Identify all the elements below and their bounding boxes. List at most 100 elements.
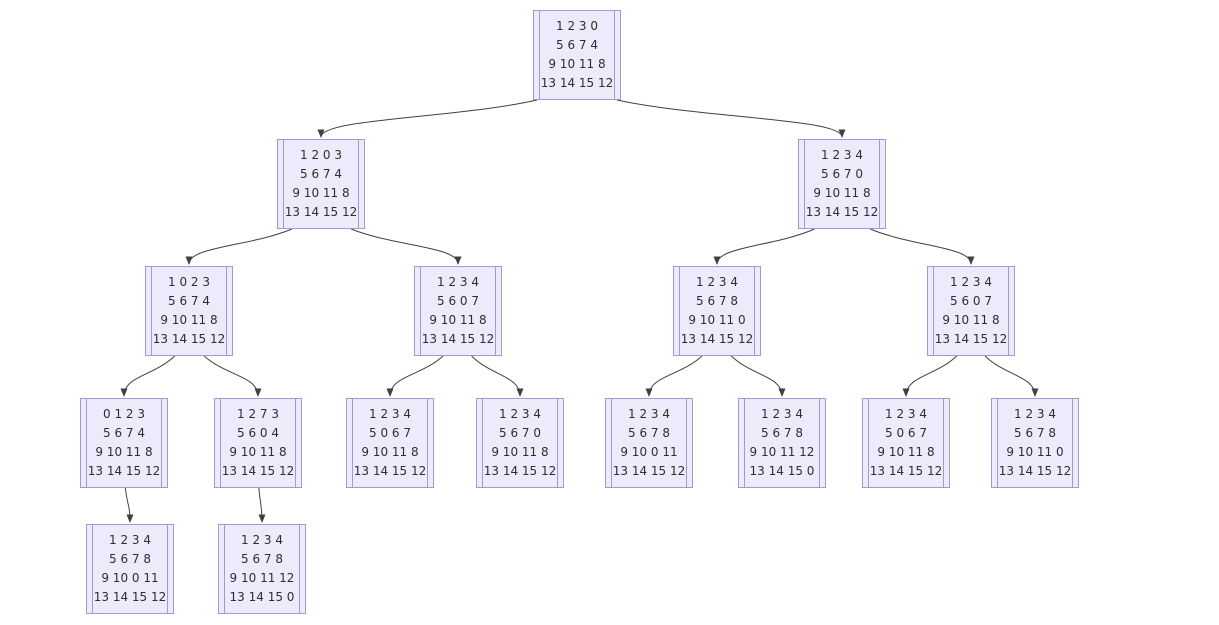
grid-row: 13 14 15 12 [483, 464, 557, 478]
puzzle-state-node: 1 2 3 4 5 6 7 8 9 10 0 11 13 14 15 12 [605, 398, 693, 488]
tree-edge [386, 355, 444, 397]
puzzle-state-node: 1 2 3 4 5 6 0 7 9 10 11 8 13 14 15 12 [927, 266, 1015, 356]
grid-row: 1 2 7 3 [237, 407, 279, 421]
puzzle-state-node: 1 2 3 4 5 6 7 8 9 10 11 0 13 14 15 12 [991, 398, 1079, 488]
grid-row: 5 6 7 4 [103, 426, 145, 440]
puzzle-state-node: 1 2 3 4 5 0 6 7 9 10 11 8 13 14 15 12 [862, 398, 950, 488]
grid-row: 13 14 15 12 [93, 590, 167, 604]
grid-row: 1 2 3 4 [1014, 407, 1056, 421]
tree-edge [902, 355, 958, 397]
tree-edge [616, 99, 846, 138]
grid-row: 5 6 7 4 [300, 167, 342, 181]
grid-row: 9 10 11 8 [95, 445, 153, 459]
puzzle-state-node: 1 2 3 4 5 6 7 0 9 10 11 8 13 14 15 12 [476, 398, 564, 488]
tree-edge [730, 355, 786, 397]
grid-row: 5 6 7 8 [761, 426, 803, 440]
tree-edge [645, 355, 703, 397]
puzzle-grid: 1 2 3 4 5 6 7 8 9 10 0 11 13 14 15 12 [94, 531, 167, 607]
puzzle-state-node: 1 2 3 4 5 0 6 7 9 10 11 8 13 14 15 12 [346, 398, 434, 488]
puzzle-state-node: 1 0 2 3 5 6 7 4 9 10 11 8 13 14 15 12 [145, 266, 233, 356]
grid-row: 9 10 11 0 [688, 313, 746, 327]
grid-row: 9 10 0 11 [620, 445, 678, 459]
grid-row: 13 14 15 0 [229, 590, 295, 604]
grid-row: 1 2 3 4 [696, 275, 738, 289]
grid-row: 5 6 7 8 [241, 552, 283, 566]
puzzle-state-node: 1 2 0 3 5 6 7 4 9 10 11 8 13 14 15 12 [277, 139, 365, 229]
puzzle-grid: 1 2 3 4 5 6 7 8 9 10 0 11 13 14 15 12 [613, 405, 686, 481]
grid-row: 5 6 7 8 [628, 426, 670, 440]
grid-row: 5 6 0 4 [237, 426, 279, 440]
puzzle-state-node: 1 2 3 4 5 6 7 8 9 10 0 11 13 14 15 12 [86, 524, 174, 614]
puzzle-grid: 1 2 3 4 5 6 7 8 9 10 11 12 13 14 15 0 [750, 405, 815, 481]
puzzle-grid: 1 2 3 4 5 6 7 8 9 10 11 0 13 14 15 12 [681, 273, 754, 349]
grid-row: 1 2 0 3 [300, 148, 342, 162]
grid-row: 5 6 7 0 [499, 426, 541, 440]
grid-row: 5 6 0 7 [437, 294, 479, 308]
puzzle-grid: 1 0 2 3 5 6 7 4 9 10 11 8 13 14 15 12 [153, 273, 226, 349]
tree-edge [203, 355, 262, 397]
grid-row: 13 14 15 12 [284, 205, 358, 219]
grid-row: 13 14 15 12 [934, 332, 1008, 346]
grid-row: 9 10 11 8 [429, 313, 487, 327]
grid-row: 13 14 15 12 [87, 464, 161, 478]
grid-row: 5 6 7 4 [556, 38, 598, 52]
puzzle-state-node: 1 2 3 4 5 6 7 0 9 10 11 8 13 14 15 12 [798, 139, 886, 229]
tree-edge [471, 355, 524, 397]
puzzle-grid: 1 2 3 4 5 6 0 7 9 10 11 8 13 14 15 12 [935, 273, 1008, 349]
puzzle-state-node: 1 2 3 4 5 6 7 8 9 10 11 12 13 14 15 0 [218, 524, 306, 614]
tree-edges [120, 99, 1039, 523]
puzzle-state-node: 1 2 3 0 5 6 7 4 9 10 11 8 13 14 15 12 [533, 10, 621, 100]
grid-row: 9 10 11 0 [1006, 445, 1064, 459]
grid-row: 9 10 11 8 [877, 445, 935, 459]
grid-row: 13 14 15 12 [353, 464, 427, 478]
grid-row: 5 6 0 7 [950, 294, 992, 308]
grid-row: 9 10 11 8 [942, 313, 1000, 327]
grid-row: 9 10 11 8 [813, 186, 871, 200]
grid-row: 0 1 2 3 [103, 407, 145, 421]
grid-row: 1 2 3 4 [885, 407, 927, 421]
grid-row: 5 6 7 0 [821, 167, 863, 181]
grid-row: 1 2 3 4 [109, 533, 151, 547]
grid-row: 5 0 6 7 [369, 426, 411, 440]
grid-row: 5 6 7 8 [696, 294, 738, 308]
grid-row: 13 14 15 12 [680, 332, 754, 346]
grid-row: 9 10 11 8 [491, 445, 549, 459]
grid-row: 1 2 3 4 [950, 275, 992, 289]
puzzle-grid: 0 1 2 3 5 6 7 4 9 10 11 8 13 14 15 12 [88, 405, 161, 481]
grid-row: 9 10 11 8 [292, 186, 350, 200]
puzzle-grid: 1 2 3 4 5 6 7 0 9 10 11 8 13 14 15 12 [484, 405, 557, 481]
puzzle-grid: 1 2 3 4 5 6 7 8 9 10 11 12 13 14 15 0 [230, 531, 295, 607]
puzzle-grid: 1 2 3 4 5 6 7 0 9 10 11 8 13 14 15 12 [806, 146, 879, 222]
grid-row: 5 0 6 7 [885, 426, 927, 440]
grid-row: 1 2 3 0 [556, 19, 598, 33]
grid-row: 1 2 3 4 [761, 407, 803, 421]
grid-row: 9 10 11 12 [749, 445, 815, 459]
tree-edge [258, 487, 266, 523]
grid-row: 13 14 15 12 [152, 332, 226, 346]
grid-row: 13 14 15 0 [749, 464, 815, 478]
tree-edge [317, 99, 538, 138]
puzzle-state-node: 1 2 3 4 5 6 7 8 9 10 11 12 13 14 15 0 [738, 398, 826, 488]
puzzle-grid: 1 2 0 3 5 6 7 4 9 10 11 8 13 14 15 12 [285, 146, 358, 222]
grid-row: 5 6 7 8 [1014, 426, 1056, 440]
grid-row: 13 14 15 12 [805, 205, 879, 219]
tree-edge [350, 228, 462, 265]
grid-row: 9 10 11 8 [229, 445, 287, 459]
grid-row: 1 0 2 3 [168, 275, 210, 289]
grid-row: 1 2 3 4 [821, 148, 863, 162]
grid-row: 9 10 11 8 [160, 313, 218, 327]
tree-edge [984, 355, 1039, 397]
grid-row: 1 2 3 4 [499, 407, 541, 421]
grid-row: 13 14 15 12 [421, 332, 495, 346]
grid-row: 13 14 15 12 [869, 464, 943, 478]
grid-row: 9 10 0 11 [101, 571, 159, 585]
puzzle-grid: 1 2 7 3 5 6 0 4 9 10 11 8 13 14 15 12 [222, 405, 295, 481]
tree-edge [185, 228, 293, 265]
puzzle-state-node: 1 2 7 3 5 6 0 4 9 10 11 8 13 14 15 12 [214, 398, 302, 488]
puzzle-grid: 1 2 3 4 5 6 7 8 9 10 11 0 13 14 15 12 [999, 405, 1072, 481]
grid-row: 9 10 11 8 [361, 445, 419, 459]
puzzle-state-node: 1 2 3 4 5 6 7 8 9 10 11 0 13 14 15 12 [673, 266, 761, 356]
puzzle-grid: 1 2 3 4 5 6 0 7 9 10 11 8 13 14 15 12 [422, 273, 495, 349]
